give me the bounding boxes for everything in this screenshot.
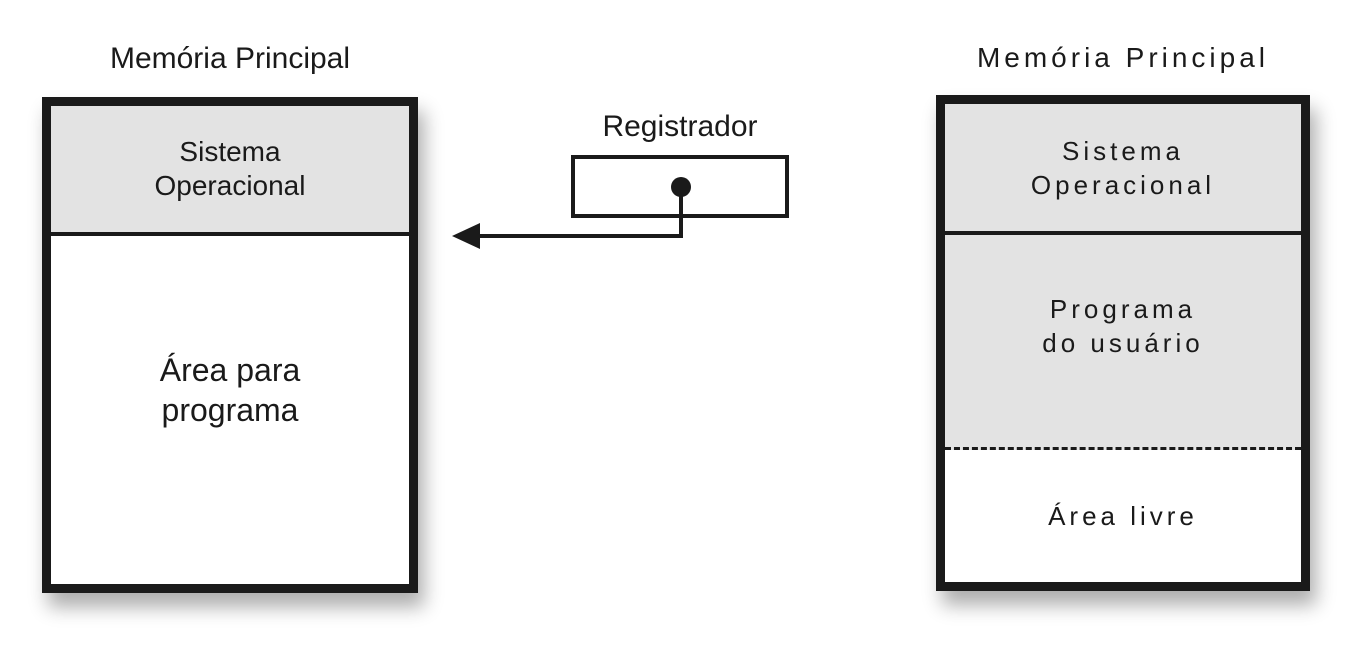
register-pointer-arrow xyxy=(452,177,691,249)
right-os-label-line2: Operacional xyxy=(1030,169,1216,200)
pointer-origin-dot xyxy=(671,177,691,197)
right-memory-title: Memória Principal xyxy=(976,42,1270,73)
arrowhead-icon xyxy=(452,223,480,249)
left-program-area-region: Área para programa xyxy=(51,236,409,584)
right-user-program-label-line2: do usuário xyxy=(1042,328,1204,358)
left-os-label-line2: Operacional xyxy=(154,170,306,201)
left-memory-title: Memória Principal xyxy=(109,42,351,75)
left-os-region: Sistema Operacional xyxy=(51,106,409,236)
left-program-area-label-line2: programa xyxy=(161,392,299,428)
pointer-line xyxy=(472,188,683,238)
right-free-area-label: Área livre xyxy=(1048,501,1198,531)
left-program-area-label-line1: Área para xyxy=(159,352,301,388)
right-user-program-region: Programa do usuário xyxy=(945,235,1301,450)
register-label: Registrador xyxy=(602,110,758,143)
left-os-label-line1: Sistema xyxy=(179,136,281,167)
left-memory-block: Sistema Operacional Área para programa xyxy=(42,97,418,593)
right-user-program-label-line1: Programa xyxy=(1049,294,1197,324)
right-memory-block: Sistema Operacional Programa do usuário … xyxy=(936,95,1310,591)
right-free-area-region: Área livre xyxy=(945,450,1301,582)
right-os-label-line1: Sistema xyxy=(1062,135,1184,166)
right-os-region: Sistema Operacional xyxy=(945,104,1301,235)
